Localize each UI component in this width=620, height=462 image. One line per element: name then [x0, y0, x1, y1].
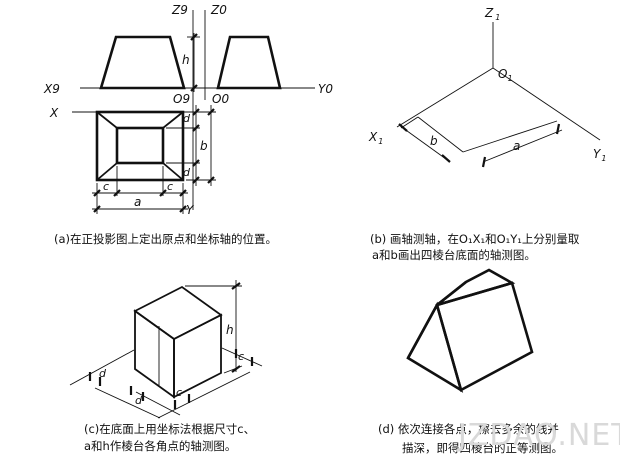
panel-d: (d) 依次连接各点，擦去多余的线并 描深，即得四棱台的正等测图。 — [378, 268, 563, 455]
b-dimension-line — [402, 127, 447, 160]
z0-label: Z0 — [210, 3, 227, 17]
a-label: a — [513, 139, 520, 153]
c-label-right: c — [238, 350, 244, 363]
dimension-tick — [207, 176, 215, 184]
base-line — [94, 387, 161, 419]
y1-axis-line — [492, 67, 601, 141]
dimension-tick — [207, 108, 215, 116]
o9-label: O9 — [173, 92, 190, 106]
x-label: X — [49, 106, 59, 120]
d-label-bottom: d — [135, 394, 143, 407]
dimension-tick — [93, 205, 101, 213]
y-label: Y — [186, 203, 195, 217]
base-edge — [462, 120, 558, 153]
c-label-right: c — [167, 180, 173, 193]
caption-d-line2: 描深，即得四棱台的正等测图。 — [402, 441, 563, 455]
z9-label: Z9 — [171, 3, 188, 17]
caption-d-line1: (d) 依次连接各点，擦去多余的线并 — [378, 422, 559, 436]
b-label: b — [430, 134, 438, 148]
c-label-bottom: c — [176, 386, 182, 399]
a-label: a — [134, 195, 141, 209]
top-view-edge — [96, 111, 118, 129]
base-line — [157, 371, 251, 419]
frustum-left-face — [406, 301, 464, 393]
dimension-tick — [113, 189, 121, 197]
top-view-inner-rect — [115, 126, 165, 165]
h-label: h — [226, 323, 234, 337]
c-label-left: c — [103, 180, 109, 193]
caption-b-line1: (b) 画轴测轴，在O₁X₁和O₁Y₁上分别量取 — [370, 232, 580, 246]
dimension-tick — [231, 282, 241, 290]
d-label-bottom: d — [183, 166, 191, 179]
dimension-tick — [192, 124, 200, 132]
front-view-trapezoid — [99, 35, 186, 90]
b-label: b — [200, 139, 208, 153]
base-edge — [417, 116, 464, 153]
top-view-outer-rect — [95, 110, 185, 182]
dimension-tick — [231, 365, 241, 373]
dimension-tick — [190, 33, 198, 41]
x9-label: X9 — [43, 82, 60, 96]
caption-b-line2: a和b画出四棱台底面的轴测图。 — [372, 248, 536, 262]
d-label-left: d — [99, 367, 107, 380]
dimension-tick — [179, 189, 187, 197]
dimension-tick — [398, 123, 408, 132]
base-line — [69, 349, 135, 386]
top-view-edge — [96, 162, 118, 181]
frustum-outline — [406, 280, 467, 359]
y1-label: Y1 — [593, 147, 606, 163]
box-top-face — [133, 285, 223, 341]
dimension-tick — [192, 159, 200, 167]
b-dimension-line — [400, 116, 419, 129]
top-view-edge — [162, 111, 184, 129]
side-view-trapezoid — [216, 35, 282, 90]
frustum-front-face — [435, 281, 534, 392]
h-label: h — [182, 53, 190, 67]
d-label-top: d — [183, 112, 191, 125]
dimension-tick — [190, 84, 198, 92]
caption-a: (a)在正投影图上定出原点和坐标轴的位置。 — [54, 232, 277, 246]
x1-axis-line — [396, 67, 494, 128]
dimension-tick — [441, 154, 451, 163]
c-dimension-line — [221, 347, 263, 367]
frustum-top-face — [436, 268, 516, 307]
dimension-tick — [555, 123, 561, 135]
dimension-tick — [159, 189, 167, 197]
dimension-tick — [192, 176, 200, 184]
caption-c-line1: (c)在底面上用坐标法根据尺寸c、 — [84, 422, 255, 436]
y0-label: Y0 — [318, 82, 333, 96]
a-dimension-line — [482, 129, 563, 163]
o0-label: O0 — [212, 92, 229, 106]
watermark: JZDAO.NET — [456, 418, 620, 453]
x1-label: X1 — [368, 130, 383, 146]
dimension-tick — [179, 205, 187, 213]
top-view-edge — [162, 162, 184, 181]
caption-c-line2: a和h作棱台各角点的轴测图。 — [84, 439, 236, 453]
dimension-tick — [481, 156, 487, 168]
dimension-tick — [93, 189, 101, 197]
panel-c: h c d d c (c)在底面上用坐标法根据尺寸c、 a和h作棱台各角点的轴测… — [69, 280, 263, 453]
panel-a: Z9 Z0 X9 Y0 O9 O0 X Y h b d d c c a (a)在… — [43, 3, 333, 246]
o1-label: O1 — [498, 67, 513, 83]
dimension-tick — [192, 108, 200, 116]
